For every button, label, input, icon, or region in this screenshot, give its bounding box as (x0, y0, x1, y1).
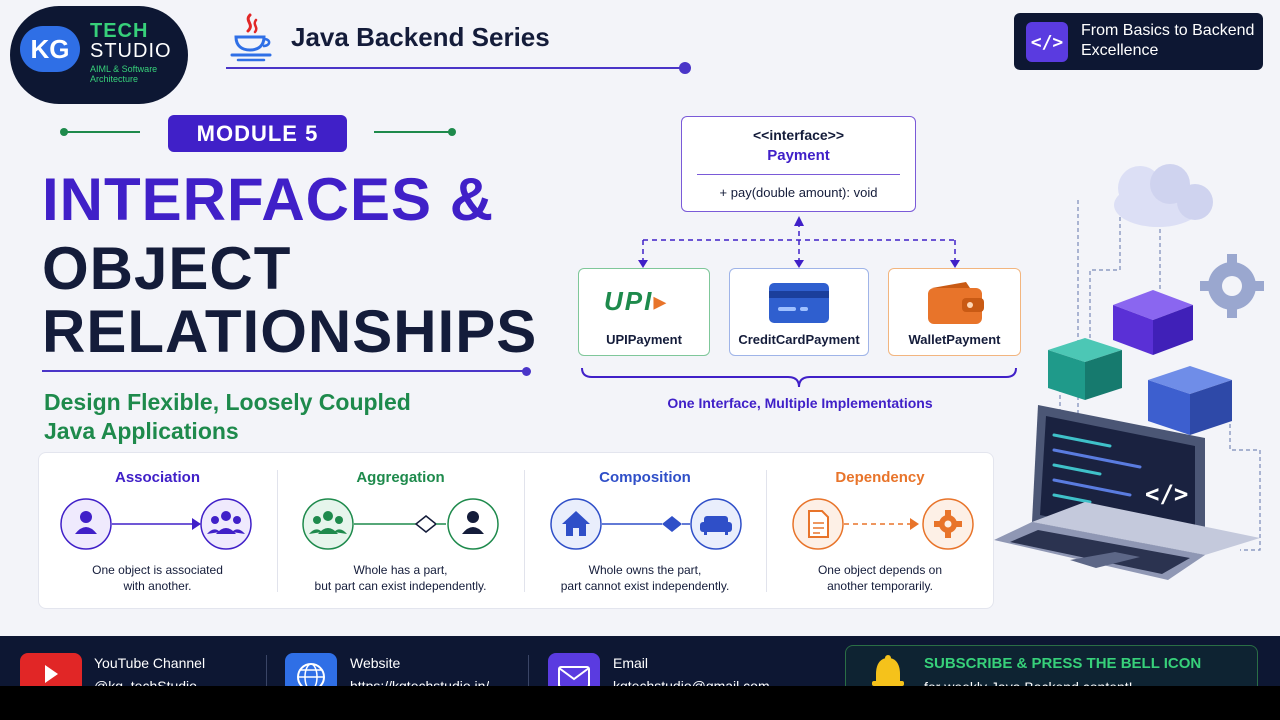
gear-icon (934, 510, 962, 538)
module-tagline: Design Flexible, Loosely Coupled Java Ap… (44, 388, 514, 446)
youtube-handle[interactable]: @kg_techStudio (94, 678, 197, 686)
cloud-icon (1114, 164, 1213, 227)
title-underline (42, 370, 526, 372)
rel-title-association: Association (114, 469, 201, 486)
module-line-left (62, 131, 140, 133)
rel-separator (277, 470, 278, 592)
subscribe-subtext: for weekly Java Backend content! (924, 678, 1133, 686)
module-dot-left (60, 128, 68, 136)
module-badge: MODULE 5 (168, 115, 347, 152)
users-group-icon (207, 511, 245, 534)
diagram-caption: One Interface, Multiple Implementations (667, 395, 933, 411)
rel-desc-line: Whole owns the part, (588, 563, 702, 577)
composition-diagram (550, 498, 742, 550)
footer-separator (266, 655, 267, 686)
credit-card-icon (769, 283, 829, 323)
upi-logo-icon: UPI▸ (604, 286, 669, 316)
interface-box (681, 116, 916, 212)
interface-divider (697, 174, 900, 175)
module-dot-right (448, 128, 456, 136)
mail-icon[interactable] (548, 653, 600, 686)
java-coffee-icon (230, 13, 272, 62)
wallet-icon (928, 282, 984, 324)
website-link[interactable]: https://kgtechstudio.in/ (350, 678, 490, 686)
rel-desc-line: One object depends on (817, 563, 943, 577)
rel-desc-line: but part can exist independently. (314, 579, 487, 593)
rel-desc-line: with another. (123, 579, 192, 593)
website-label: Website (350, 655, 401, 671)
rel-desc-association: One object is associated with another. (38, 562, 277, 594)
rel-desc-line: One object is associated (92, 563, 223, 577)
dependency-diagram (792, 498, 974, 550)
sofa-icon (700, 516, 732, 535)
letterbox-bar (0, 686, 1280, 720)
tagline-badge-text: From Basics to Backend Excellence (1081, 22, 1255, 59)
rel-desc-line: Whole has a part, (353, 563, 448, 577)
email-address[interactable]: kgtechstudio@gmail.com (613, 678, 770, 686)
impl-card-upi (578, 268, 710, 356)
code-icon: </> (1026, 22, 1068, 62)
footer-separator (528, 655, 529, 686)
youtube-label: YouTube Channel (94, 655, 206, 671)
association-diagram (60, 498, 252, 550)
rel-desc-aggregation: Whole has a part, but part can exist ind… (277, 562, 524, 594)
interface-name: Payment (767, 147, 830, 164)
tagline-line-1: Design Flexible, Loosely Coupled (44, 389, 411, 415)
tagline-line-2: Java Applications (44, 418, 239, 444)
user-icon (75, 511, 97, 534)
header-underline-dot (679, 62, 691, 74)
title-line-3: RELATIONSHIPS (42, 298, 538, 365)
impl-label-wallet: WalletPayment (908, 332, 1001, 347)
header-underline (226, 67, 682, 69)
cube-icon-purple (1113, 290, 1193, 355)
tech-illustration: </> (994, 164, 1264, 580)
interface-method: + pay(double amount): void (719, 185, 878, 200)
gear-icon (1200, 254, 1264, 318)
document-icon (808, 510, 829, 538)
aggregation-diagram (302, 498, 499, 550)
email-label: Email (613, 655, 649, 671)
brand-tech: TECH (90, 20, 149, 42)
rel-desc-line: another temporarily. (827, 579, 933, 593)
rel-title-aggregation: Aggregation (356, 469, 445, 486)
subscribe-text: SUBSCRIBE & PRESS THE BELL ICON (924, 655, 1202, 672)
series-title: Java Backend Series (291, 22, 550, 52)
bell-icon (872, 655, 904, 686)
globe-icon[interactable] (285, 653, 337, 686)
title-line-2: OBJECT (42, 235, 292, 302)
subscribe-banner[interactable] (845, 645, 1258, 686)
impl-label-upi: UPIPayment (606, 332, 682, 347)
module-line-right (374, 131, 452, 133)
user-icon (462, 511, 484, 534)
rel-desc-composition: Whole owns the part, part cannot exist i… (524, 562, 766, 594)
brand-studio: STUDIO (90, 40, 172, 62)
rel-separator (766, 470, 767, 592)
laptop-icon: </> (994, 405, 1260, 580)
rel-desc-dependency: One object depends on another temporaril… (766, 562, 994, 594)
interface-connectors (581, 216, 1017, 388)
brand-initials: KG (20, 26, 80, 72)
rel-title-composition: Composition (599, 469, 691, 486)
title-underline-dot (522, 367, 531, 376)
impl-label-credit: CreditCardPayment (738, 332, 860, 347)
rel-title-dependency: Dependency (835, 469, 925, 486)
cube-icon-teal (1048, 338, 1122, 400)
cube-icon-blue (1148, 366, 1232, 435)
rel-separator (524, 470, 525, 592)
youtube-icon[interactable] (20, 653, 82, 686)
brand-subtitle: AIML & Software Architecture (90, 64, 158, 84)
rel-desc-line: part cannot exist independently. (560, 579, 730, 593)
laptop-code-glyph: </> (1145, 480, 1188, 508)
users-group-icon (309, 511, 347, 534)
home-icon (562, 511, 590, 536)
title-line-1: INTERFACES & (42, 166, 495, 233)
interface-stereotype: <<interface>> (752, 127, 845, 143)
